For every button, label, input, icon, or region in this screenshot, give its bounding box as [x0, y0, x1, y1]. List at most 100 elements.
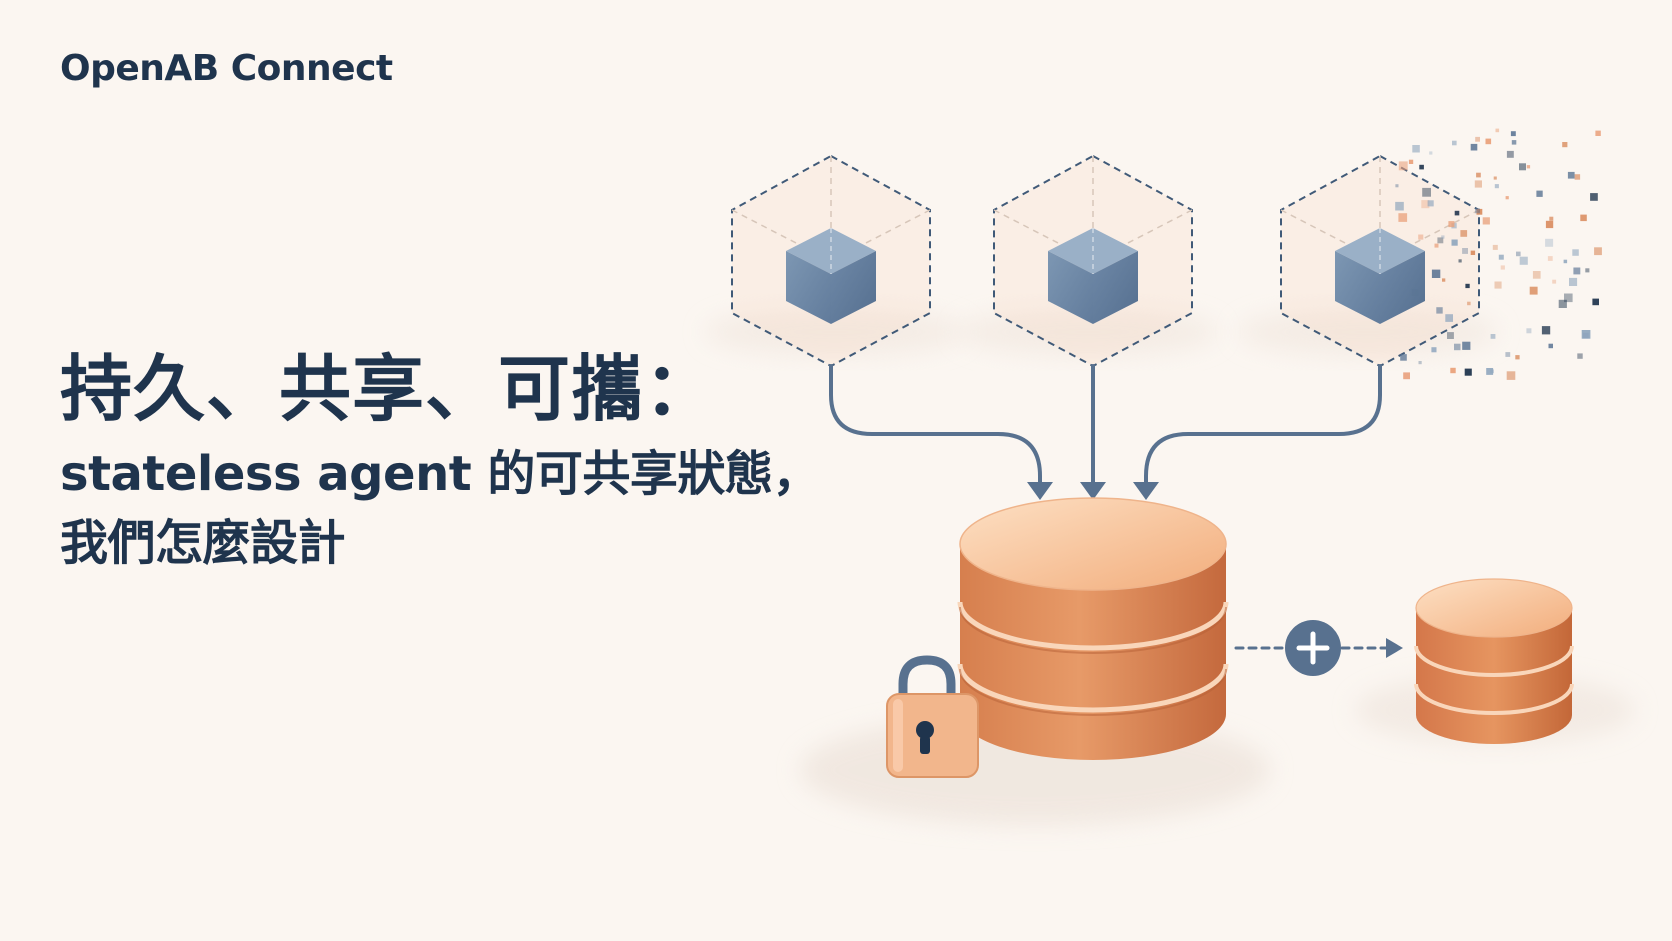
- particle: [1475, 136, 1480, 142]
- particle: [1505, 352, 1511, 357]
- particle: [1418, 234, 1424, 240]
- particle: [1467, 301, 1471, 306]
- particle: [1451, 239, 1458, 246]
- particle: [1592, 298, 1599, 306]
- particle: [1532, 271, 1541, 279]
- particle: [1398, 161, 1408, 171]
- particle: [1445, 314, 1453, 322]
- particle: [1548, 343, 1553, 349]
- particle: [1541, 326, 1551, 335]
- particle: [1573, 267, 1581, 275]
- particle: [1590, 193, 1598, 201]
- particle: [1493, 176, 1497, 180]
- particle: [1441, 235, 1445, 239]
- particle: [1412, 145, 1420, 153]
- particle: [1564, 293, 1573, 303]
- particle: [1492, 244, 1498, 250]
- particle: [1447, 332, 1454, 339]
- particle: [1494, 184, 1499, 189]
- headline-subtitle-line-2: 我們怎麼設計: [60, 515, 346, 572]
- particle: [1482, 217, 1490, 225]
- particle: [1485, 138, 1492, 145]
- particle: [1476, 208, 1483, 215]
- particle: [1490, 334, 1496, 339]
- particle: [1526, 328, 1532, 334]
- particle: [1411, 289, 1419, 296]
- particle: [1536, 190, 1543, 197]
- particle: [1511, 140, 1517, 145]
- particle: [1519, 256, 1528, 265]
- particle: [1431, 269, 1441, 278]
- secondary-database-icon: [1414, 578, 1574, 744]
- particle: [1470, 143, 1478, 151]
- particle: [1594, 247, 1602, 256]
- particle: [1454, 210, 1460, 216]
- particle: [1549, 216, 1554, 221]
- particle: [1408, 159, 1414, 164]
- particle: [1558, 299, 1567, 308]
- particle: [1574, 174, 1581, 180]
- particle: [1398, 213, 1408, 222]
- particle: [1437, 237, 1444, 244]
- particle: [1581, 330, 1591, 339]
- particle: [1506, 371, 1516, 380]
- particle: [1442, 278, 1446, 282]
- particle: [1545, 238, 1554, 247]
- backup-connection: [1234, 638, 1403, 658]
- particle: [1510, 131, 1516, 137]
- particle: [1434, 243, 1439, 248]
- particle: [1436, 307, 1443, 314]
- headline-title: 持久、共享、可攜：: [60, 347, 718, 431]
- particle: [1476, 172, 1481, 178]
- particle: [1431, 347, 1437, 353]
- state-connections: [829, 364, 1382, 494]
- particle: [1462, 341, 1471, 350]
- particle: [1460, 230, 1468, 237]
- particle: [1498, 254, 1504, 260]
- state-connection-arrowheads: [1027, 482, 1159, 500]
- particle: [1505, 196, 1509, 200]
- particle: [1475, 208, 1480, 214]
- particle: [1595, 130, 1601, 136]
- database-icon: [957, 497, 1229, 760]
- particle: [1585, 268, 1590, 273]
- particle: [1427, 200, 1434, 207]
- particle: [1516, 251, 1521, 257]
- particle: [1419, 164, 1424, 170]
- agent-container-2: [993, 154, 1193, 368]
- particle: [1562, 142, 1568, 148]
- particle: [1400, 354, 1407, 361]
- particle: [1563, 259, 1568, 264]
- particle: [1580, 214, 1587, 222]
- particle: [1486, 368, 1494, 375]
- particle: [1552, 279, 1557, 284]
- particle: [1495, 128, 1500, 133]
- headline-subtitle-line-1: stateless agent 的可共享狀態，: [60, 445, 820, 502]
- particle: [1569, 277, 1578, 286]
- particle: [1500, 265, 1505, 270]
- plus-icon: [1285, 620, 1341, 676]
- dissolve-particles: [1395, 128, 1602, 380]
- particle: [1515, 355, 1520, 360]
- particle: [1506, 150, 1514, 158]
- brand-name: OpenAB Connect: [60, 48, 393, 89]
- headline: 持久、共享、可攜： stateless agent 的可共享狀態， 我們怎麼設計: [60, 347, 860, 574]
- particle: [1450, 367, 1456, 374]
- agent-container-3: [1280, 154, 1480, 368]
- particle: [1465, 283, 1470, 289]
- particle: [1458, 259, 1462, 263]
- particle: [1421, 200, 1430, 209]
- particle: [1545, 220, 1554, 229]
- particle: [1395, 184, 1399, 188]
- particle: [1470, 250, 1476, 255]
- particle: [1494, 281, 1502, 289]
- particle: [1395, 201, 1404, 211]
- particle: [1464, 368, 1472, 376]
- particle: [1422, 187, 1431, 197]
- particle: [1567, 171, 1575, 179]
- agent-container-1: [731, 154, 931, 368]
- particle: [1429, 151, 1433, 155]
- particle: [1454, 343, 1461, 351]
- particle: [1462, 248, 1468, 254]
